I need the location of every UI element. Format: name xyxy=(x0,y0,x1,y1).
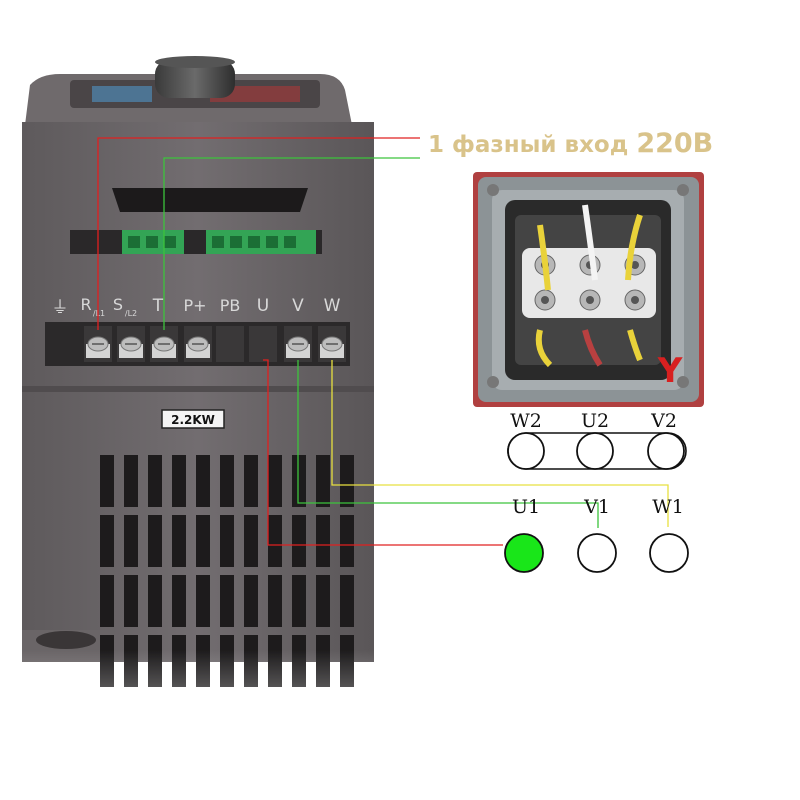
terminal-screw xyxy=(216,326,244,362)
vent-grille xyxy=(100,455,354,687)
input-caption-text: 1 фазный вход xyxy=(428,132,636,158)
terminal-label-pb: PB xyxy=(220,296,241,315)
terminal-v1 xyxy=(577,533,617,573)
terminal-label-ground: ⏚ xyxy=(52,298,69,318)
wire-input-green xyxy=(163,157,420,330)
motor-terminals-bottom-row: U1 V1 W1 xyxy=(504,496,689,573)
wire-output-w xyxy=(331,360,669,527)
motor-terminal-box: Y xyxy=(473,172,704,407)
control-connector-right xyxy=(206,230,316,254)
terminal-screw xyxy=(117,326,145,362)
terminal-labels: ⏚ R /L1 S /L2 T P+ PB U V W xyxy=(52,295,341,318)
terminal-screw xyxy=(284,326,312,362)
terminal-label-s: S xyxy=(113,295,123,314)
terminal-label-r: R xyxy=(80,295,91,314)
terminal-screw xyxy=(150,326,178,362)
terminal-u2 xyxy=(576,432,614,470)
terminal-v2 xyxy=(647,432,685,470)
terminal-w2 xyxy=(507,432,545,470)
rating-label: 2.2KW xyxy=(171,413,215,427)
terminal-w1-label: W1 xyxy=(652,496,684,518)
vfd-slot xyxy=(112,188,308,212)
terminal-v1-label: V1 xyxy=(583,496,610,518)
star-connection-label: Y xyxy=(657,351,683,391)
motor-stud xyxy=(579,289,601,311)
wire-input-red xyxy=(97,137,420,330)
terminal-screw xyxy=(84,326,112,362)
wires xyxy=(97,137,669,546)
terminal-screw xyxy=(249,326,277,362)
terminal-u1-label: U1 xyxy=(512,496,540,518)
terminal-label-u: U xyxy=(257,296,269,316)
terminal-label-t: T xyxy=(152,296,164,316)
motor-terminals-top-row: W2 U2 V2 xyxy=(507,410,687,470)
vfd-knob[interactable] xyxy=(155,56,235,98)
terminal-label-w: W xyxy=(324,296,341,316)
terminal-board xyxy=(522,248,656,318)
input-caption-voltage: 220В xyxy=(636,128,713,159)
vfd-inverter: ⏚ R /L1 S /L2 T P+ PB U V W 2.2KW xyxy=(15,56,385,800)
terminal-w2-label: W2 xyxy=(510,410,542,432)
terminal-u2-label: U2 xyxy=(581,410,609,432)
terminal-v2-label: V2 xyxy=(650,410,677,432)
control-connector-left xyxy=(122,230,184,254)
motor-stud xyxy=(624,289,646,311)
terminal-u1 xyxy=(504,533,544,573)
input-caption: 1 фазный вход 220В xyxy=(428,128,713,159)
rating-plate: 2.2KW xyxy=(161,409,225,429)
terminal-screw xyxy=(318,326,346,362)
terminal-screws xyxy=(84,326,346,362)
terminal-label-v: V xyxy=(292,296,304,316)
motor-stud xyxy=(534,289,556,311)
terminal-label-p: P+ xyxy=(183,296,206,315)
wire-output-u xyxy=(263,359,503,546)
wire-output-v xyxy=(297,360,599,528)
terminal-label-r-sub: /L1 xyxy=(93,309,105,318)
terminal-w1 xyxy=(649,533,689,573)
terminal-label-s-sub: /L2 xyxy=(125,309,137,318)
terminal-screw xyxy=(184,326,212,362)
